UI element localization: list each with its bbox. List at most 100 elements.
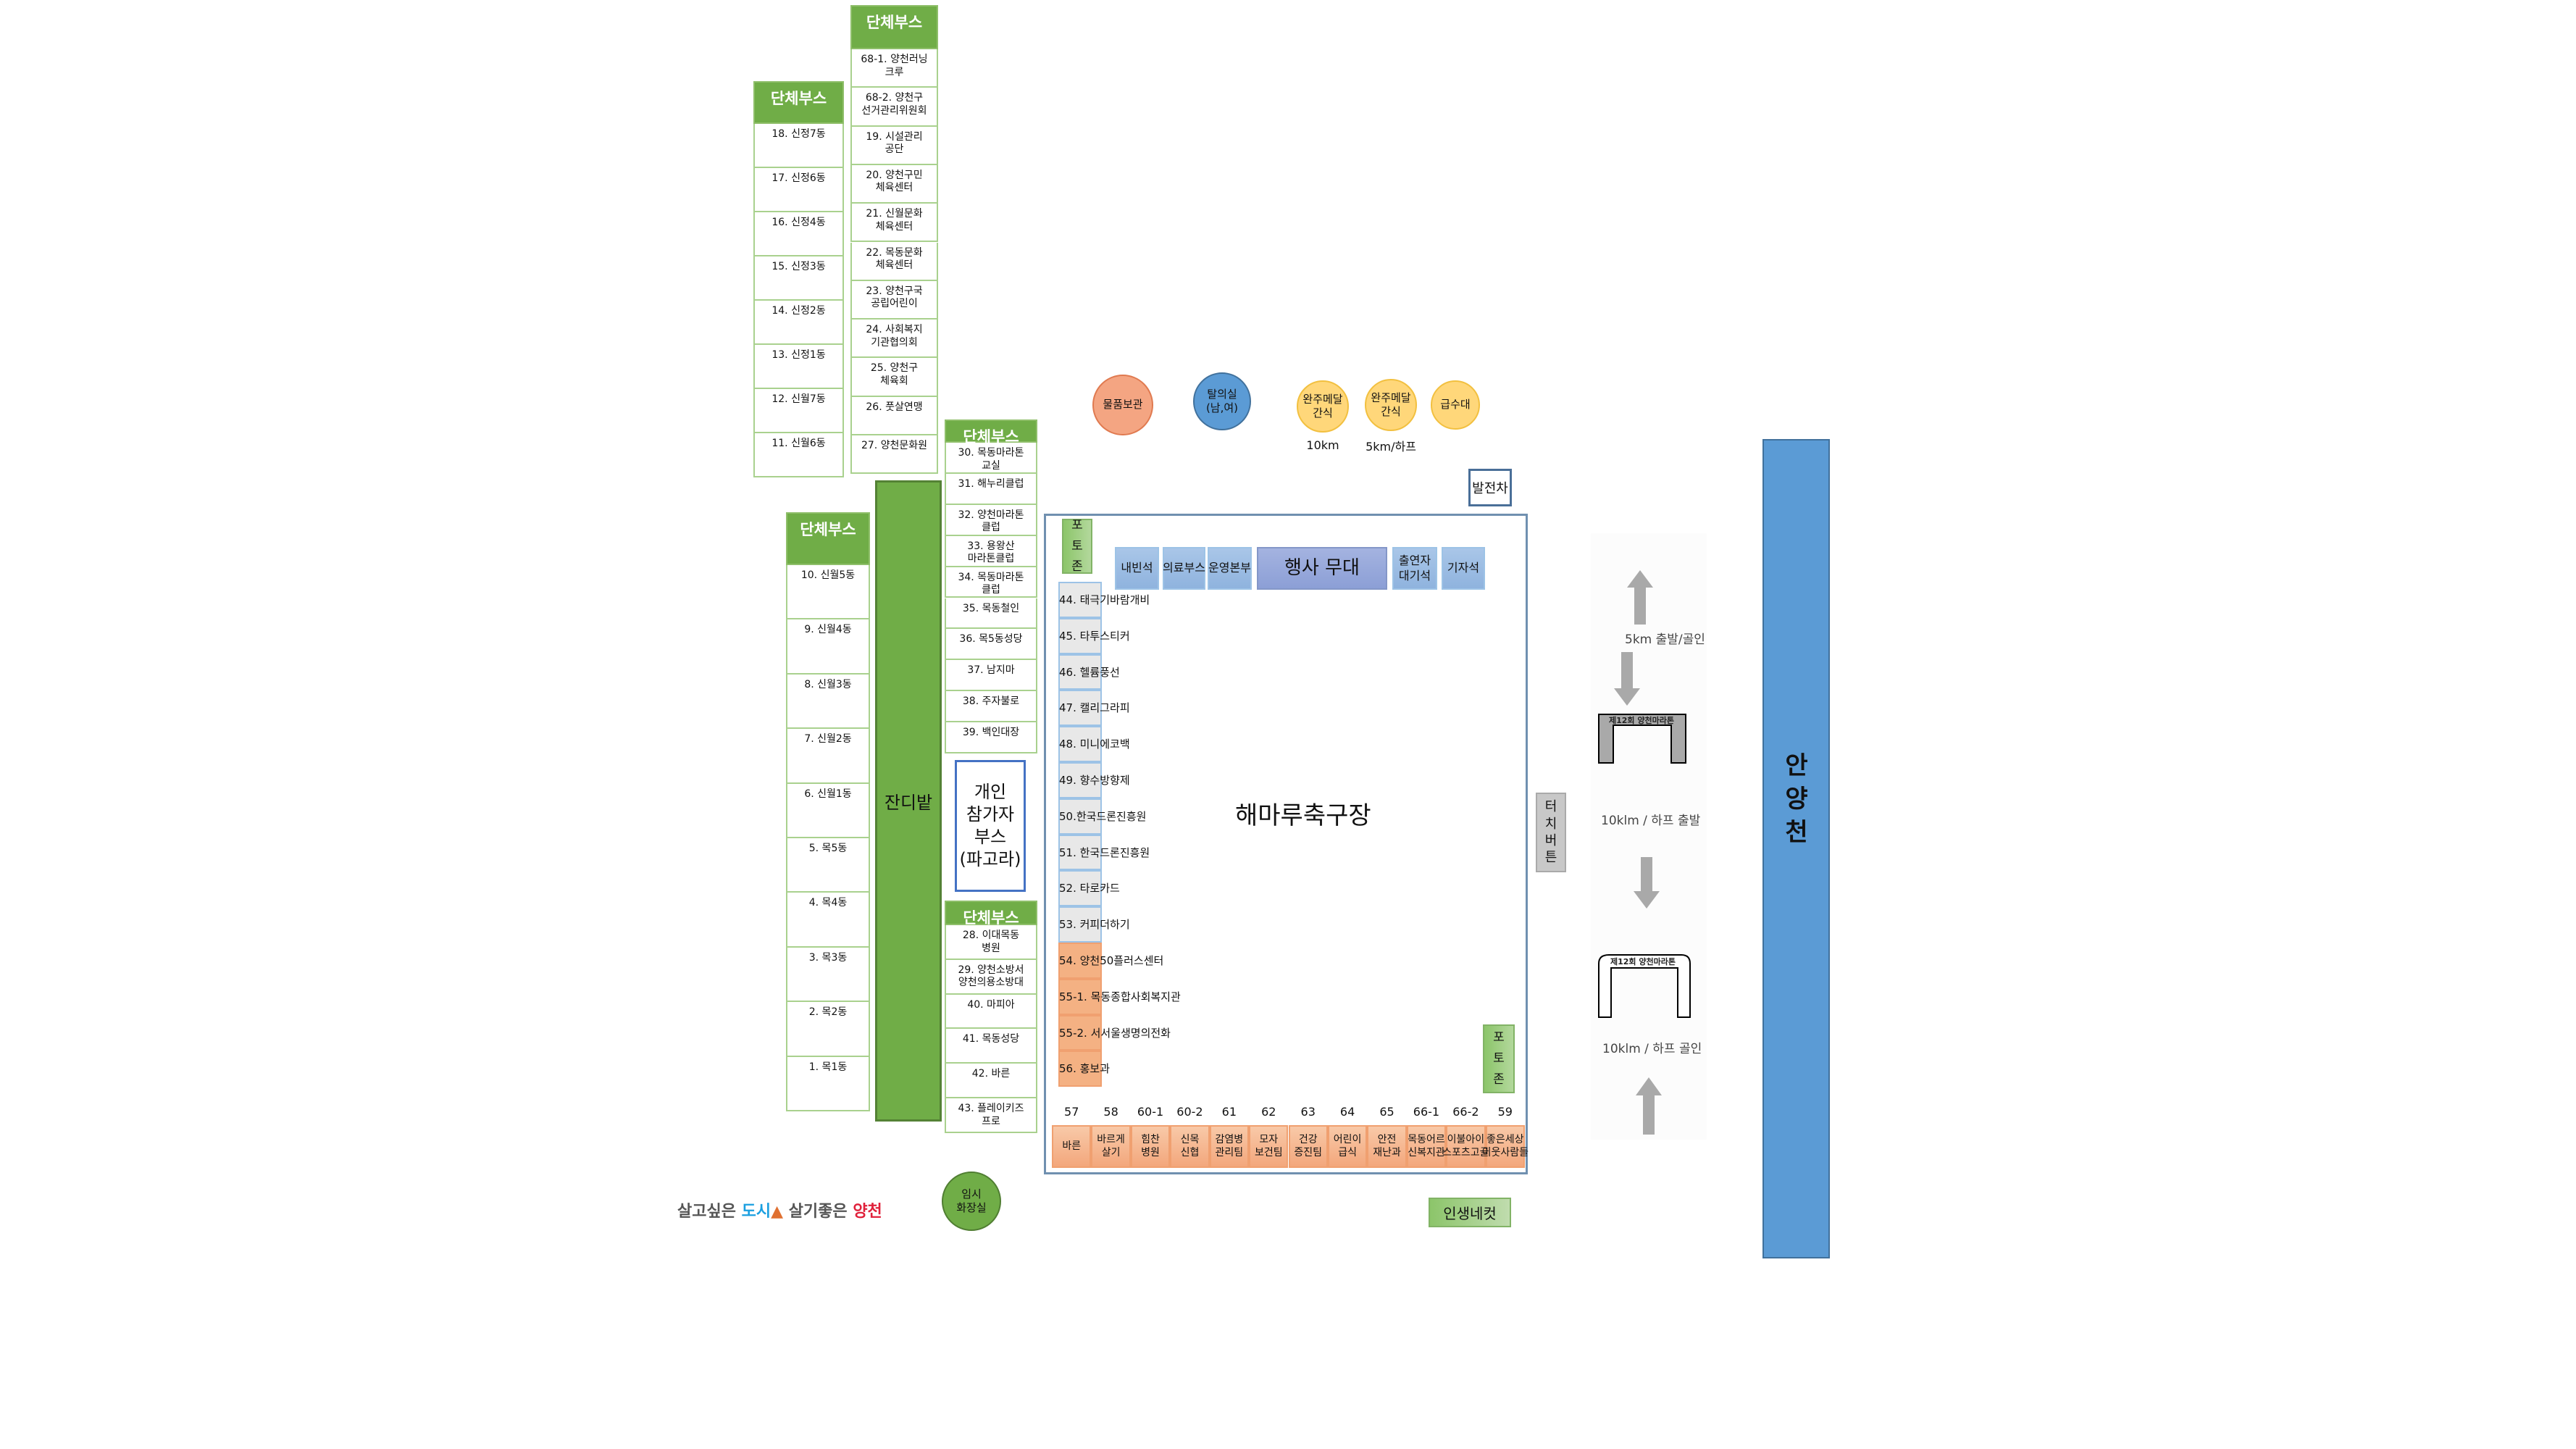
grass-label: 잔디밭 [884,793,933,813]
field-booth [1058,726,1102,762]
field-booth-label: 48. 미니에코백 [1059,738,1130,751]
field-booth [1058,906,1102,943]
field-booth [1058,870,1102,907]
river-label: 안양천 [1785,751,1808,847]
booth-item [753,345,844,389]
field-booth [1058,582,1102,618]
booth-item [786,783,870,838]
field-booth-label: 힘찬 병원 [1141,1134,1160,1158]
booth-item-label: 34. 목동마라톤 클럽 [958,571,1024,596]
photo-booth-insaeng: 인생네컷 [1429,1198,1511,1227]
booth-item-label: 4. 목4동 [808,897,848,909]
arrow-down-icon [1634,857,1660,909]
booth-item-label: 1. 목1동 [808,1061,848,1073]
facility-circle: 물품보관 [1092,375,1153,435]
touch-button-booth: 터치버튼 [1536,793,1566,872]
start-goal-5km-label: 5km 출발/골인 [1625,632,1705,647]
booth-item-label: 24. 사회복지 기관협의회 [866,324,923,348]
temporary-toilet: 임시 화장실 [942,1172,1001,1231]
booth-item-label: 40. 마피아 [967,998,1015,1011]
booth-group-header [753,81,844,124]
booth-item-label: 35. 목동철인 [962,602,1020,614]
stage-booth-label: 의료부스 [1163,561,1205,575]
facility-caption: 5km/하프 [1366,440,1416,454]
field-booth [1058,943,1102,979]
booth-item-label: 11. 신월6동 [771,438,826,449]
booth-item-label: 14. 신정2동 [771,305,826,317]
booth-item [786,838,870,893]
course-graphics: 제12회 양천마라톤 제12회 양천마라톤 [1598,570,1691,1135]
field-booth-label: 52. 타로카드 [1059,882,1120,895]
booth-group-header [850,5,938,49]
booth-number: 60-1 [1137,1105,1164,1119]
booth-item [945,443,1037,474]
booth-item-label: 15. 신정3동 [771,261,826,272]
yangcheon-logo: 살고싶은 도시▲ 살기좋은 양천 [677,1198,882,1222]
booth-item-label: 26. 풋살연맹 [866,401,923,413]
booth-item-label: 16. 신정4동 [771,217,826,228]
facility-circle: 완주메달 간식 [1297,380,1349,433]
booth-item-label: 28. 이대목동 병원 [962,930,1020,954]
booth-number: 66-1 [1413,1105,1440,1119]
booth-number: 58 [1103,1105,1118,1119]
booth-item [945,660,1037,692]
field-booth [1091,1125,1131,1168]
field-booth-label: 이불아이 스포츠고글 [1442,1134,1489,1158]
booth-item-label: 32. 양천마라톤 클럽 [958,509,1024,534]
booth-group-header-label: 단체부스 [770,90,827,107]
booth-item [850,164,938,204]
arrow-up-icon [1636,1077,1662,1135]
booth-number: 59 [1497,1105,1513,1119]
course-panel [1591,533,1707,1140]
field-booth [1058,617,1102,654]
booth-item [753,124,844,168]
booth-item [850,358,938,397]
field-booth-label: 55-2. 서서울생명의전화 [1059,1026,1171,1040]
field-booth [1327,1125,1368,1168]
photo-zone-bottom: 포토존 [1483,1024,1515,1093]
field-booth-label: 목동어르 신복지관 [1408,1134,1445,1158]
soccer-field [1044,514,1528,1174]
booth-item [850,435,938,475]
facility-circle: 탈의실 (남,여) [1193,372,1251,430]
booth-group-header [786,512,870,565]
field-booth-label: 바른 [1062,1140,1082,1152]
booth-item-label: 39. 백인대장 [962,727,1020,739]
gate-text: 제12회 양천마라톤 [1609,715,1674,725]
field-booth-label: 51. 한국드론진흥원 [1059,845,1150,859]
booth-item-label: 36. 목5동성당 [959,633,1023,646]
field-booth [1058,1051,1102,1087]
booth-item [850,396,938,435]
field-title: 해마루축구장 [1235,801,1371,830]
booth-group-header-label: 단체부스 [963,909,1019,927]
anyangcheon-river [1762,439,1830,1258]
booth-number: 65 [1379,1105,1394,1119]
booth-item [786,729,870,784]
booth-item-label: 12. 신월7동 [771,393,826,405]
field-booth-label: 55-1. 목동종합사회복지관 [1059,990,1181,1003]
booth-item [945,504,1037,536]
logo-text-1: 살고싶은 [677,1203,742,1221]
stage-booth [1392,547,1437,590]
start-gate-icon [1598,714,1686,764]
booth-item [850,88,938,127]
field-booth [1485,1125,1525,1168]
facility-circle: 급수대 [1431,380,1480,430]
booth-item-label: 43. 플레이키즈 프로 [958,1103,1024,1127]
booth-item-label: 38. 주자불로 [962,696,1020,708]
booth-item [945,567,1037,598]
booth-number: 61 [1221,1105,1237,1119]
booth-item [753,212,844,256]
booth-item [786,1056,870,1111]
goal-10km-label: 10klm / 하프 골인 [1602,1042,1702,1056]
booth-item [945,1029,1037,1064]
booth-item [753,433,844,477]
booth-item [945,629,1037,661]
booth-item-label: 23. 양천구국 공립어린이 [866,285,923,310]
booth-item-label: 37. 남지마 [967,664,1015,677]
booth-item-label: 27. 양천문화원 [861,440,928,451]
booth-item-label: 8. 신월3동 [804,678,852,690]
booth-item-label: 41. 목동성당 [962,1033,1020,1045]
